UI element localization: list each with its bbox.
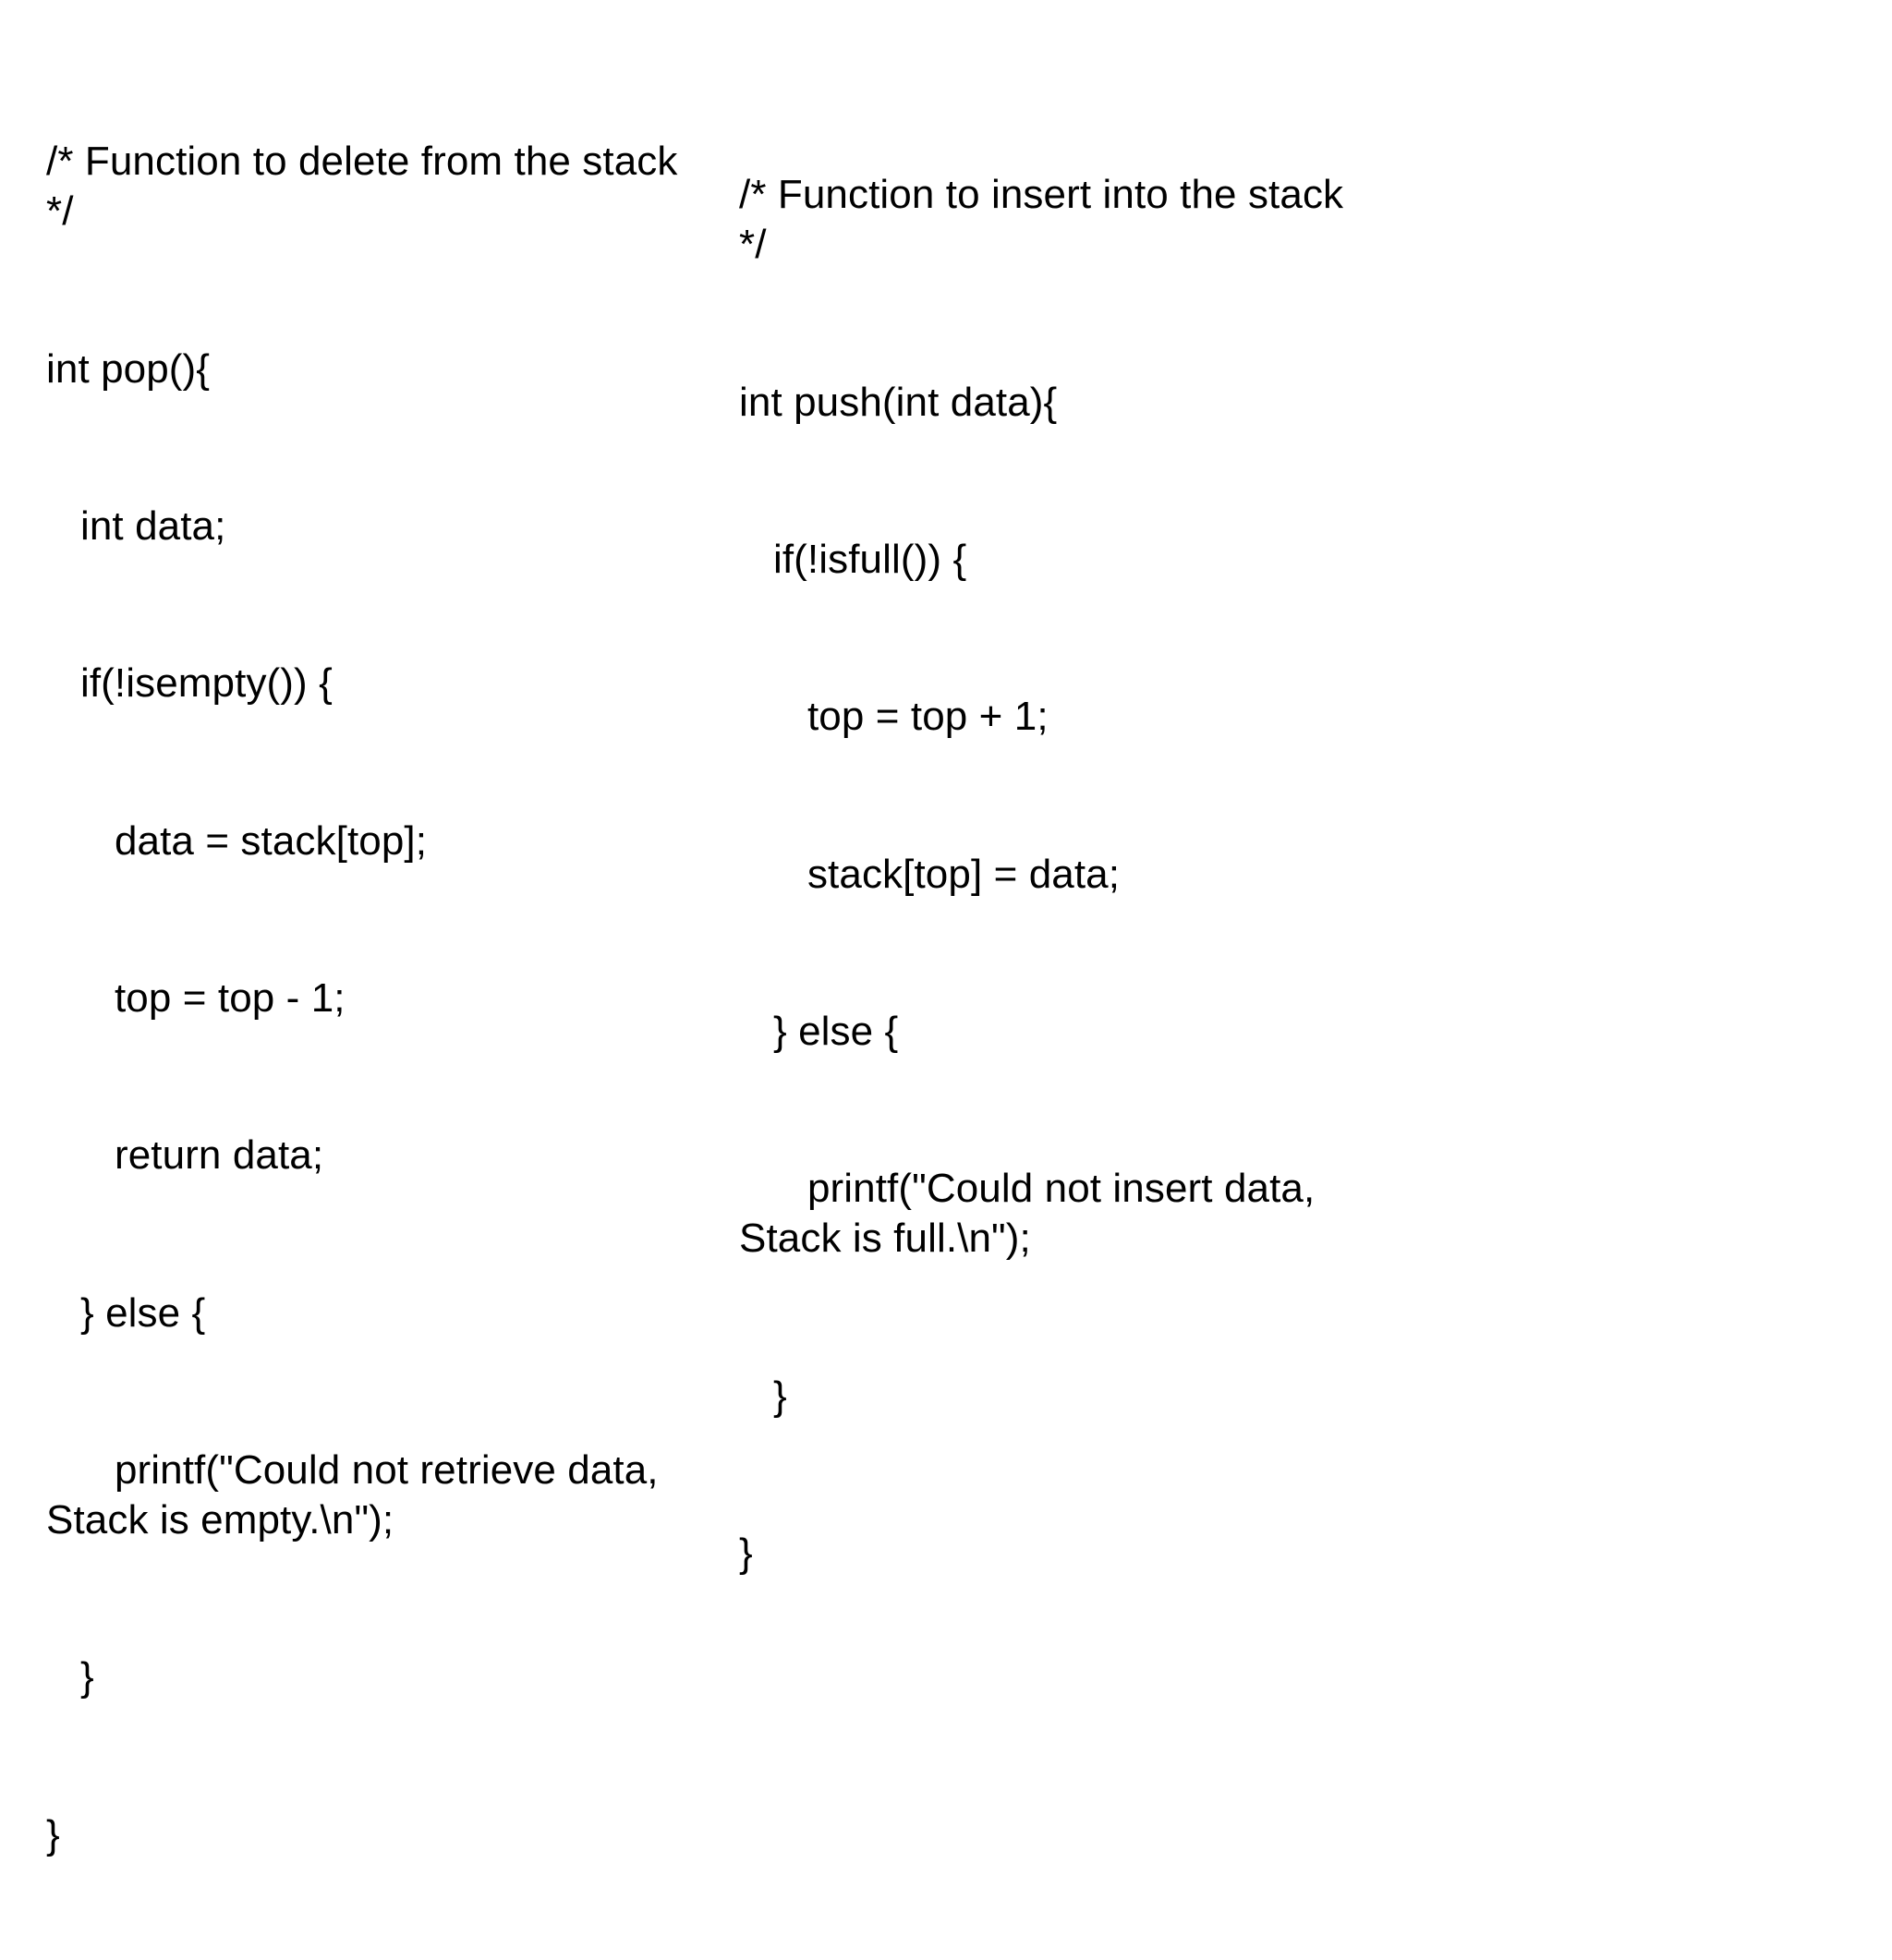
code-line: } bbox=[739, 1373, 787, 1419]
code-line: if(!isempty()) { bbox=[46, 660, 333, 707]
code-block-pop: /* Function to delete from the stack */ … bbox=[46, 37, 693, 1960]
code-line: /* Function to delete from the stack */ bbox=[46, 139, 689, 235]
slide-canvas: /* Function to delete from the stack */ … bbox=[46, 139, 1344, 1857]
code-line: stack[top] = data; bbox=[739, 851, 1121, 897]
code-line: printf("Could not insert data, Stack is … bbox=[739, 1166, 1327, 1262]
code-line: /* Function to insert into the stack */ bbox=[739, 172, 1355, 268]
code-line: int push(int data){ bbox=[739, 379, 1058, 425]
code-line: data = stack[top]; bbox=[46, 817, 428, 864]
code-line: } else { bbox=[739, 1008, 899, 1054]
code-line: printf("Could not retrieve data, Stack i… bbox=[46, 1446, 670, 1543]
code-line: top = top - 1; bbox=[46, 974, 346, 1021]
code-line: } bbox=[739, 1530, 753, 1577]
code-line: if(!isfull()) { bbox=[739, 536, 967, 582]
code-line: int pop(){ bbox=[46, 345, 211, 392]
code-line: int data; bbox=[46, 502, 226, 549]
code-line: } bbox=[46, 1811, 60, 1857]
code-line: return data; bbox=[46, 1132, 324, 1179]
code-block-push: /* Function to insert into the stack */ … bbox=[739, 70, 1367, 1678]
code-line: top = top + 1; bbox=[739, 694, 1049, 740]
code-line: } else { bbox=[46, 1289, 206, 1336]
code-line: } bbox=[46, 1654, 94, 1700]
